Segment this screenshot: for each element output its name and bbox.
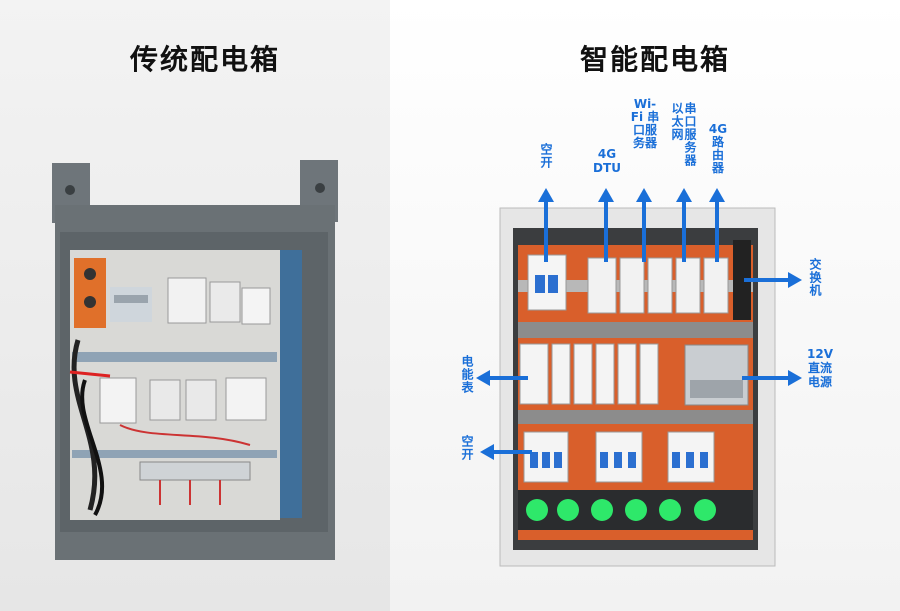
traditional-cabinet-image (52, 160, 338, 560)
label-switch: 交换机 (808, 258, 822, 297)
label-meter: 电能表 (460, 355, 474, 394)
traditional-title: 传统配电箱 (129, 43, 280, 76)
label-4g-dtu: 4G DTU (593, 147, 621, 175)
label-wifi-serial: Wi-Fi 串口服务器 (630, 97, 660, 150)
label-12v-power: 12V 直流电源 (807, 347, 833, 389)
smart-title: 智能配电箱 (579, 43, 730, 76)
label-air-switch-bottom: 空开 (460, 435, 474, 461)
label-4g-router: 4G 路由器 (708, 122, 728, 175)
label-eth-serial: 串口服务器 以太网 (670, 102, 697, 167)
label-air-switch-top: 空开 (539, 143, 553, 169)
